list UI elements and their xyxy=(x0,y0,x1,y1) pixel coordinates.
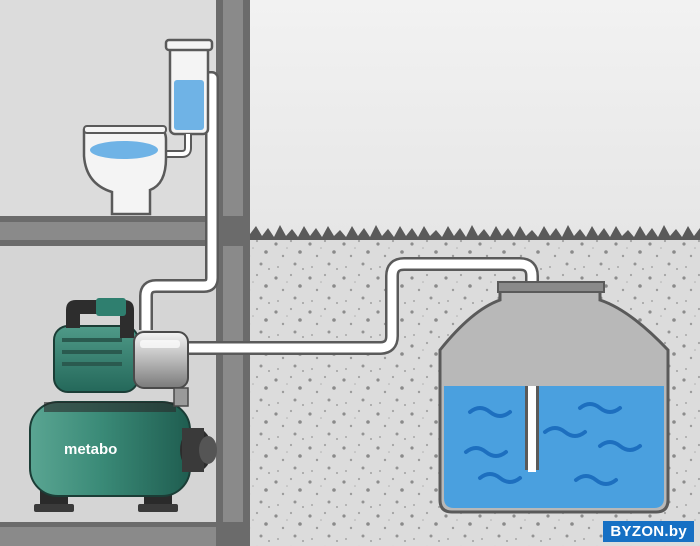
outdoor-sky xyxy=(250,0,700,238)
pump-station: metabo xyxy=(29,298,217,512)
water-waves xyxy=(464,402,642,486)
house-wall-inner-face xyxy=(223,0,243,546)
watermark: BYZON.by xyxy=(603,521,694,542)
floor-slab-face xyxy=(0,222,216,240)
brand-logo: metabo xyxy=(64,441,117,458)
grass-line xyxy=(250,225,700,240)
cistern-water xyxy=(174,80,204,130)
basement-floor-face xyxy=(0,527,216,546)
toilet-water xyxy=(90,141,158,159)
